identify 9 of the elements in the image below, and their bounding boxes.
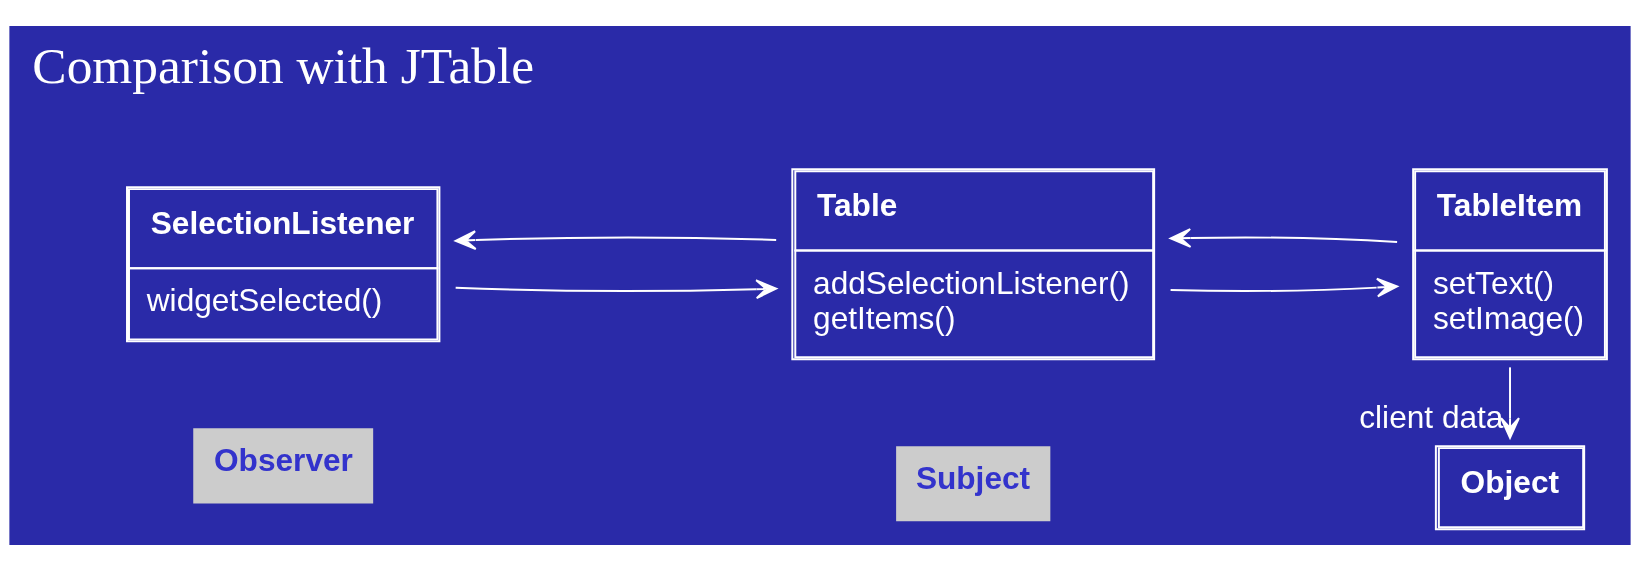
- node-box: Subject: [896, 445, 1051, 521]
- arrow: [1500, 365, 1520, 439]
- arrow: [1169, 277, 1399, 297]
- edge-label: client data: [1359, 398, 1504, 435]
- arrow: [1169, 227, 1399, 248]
- arrow: [454, 278, 778, 299]
- label: Comparison with JTable: [32, 36, 535, 94]
- arrow: [454, 229, 778, 250]
- node-box: Observer: [193, 427, 374, 503]
